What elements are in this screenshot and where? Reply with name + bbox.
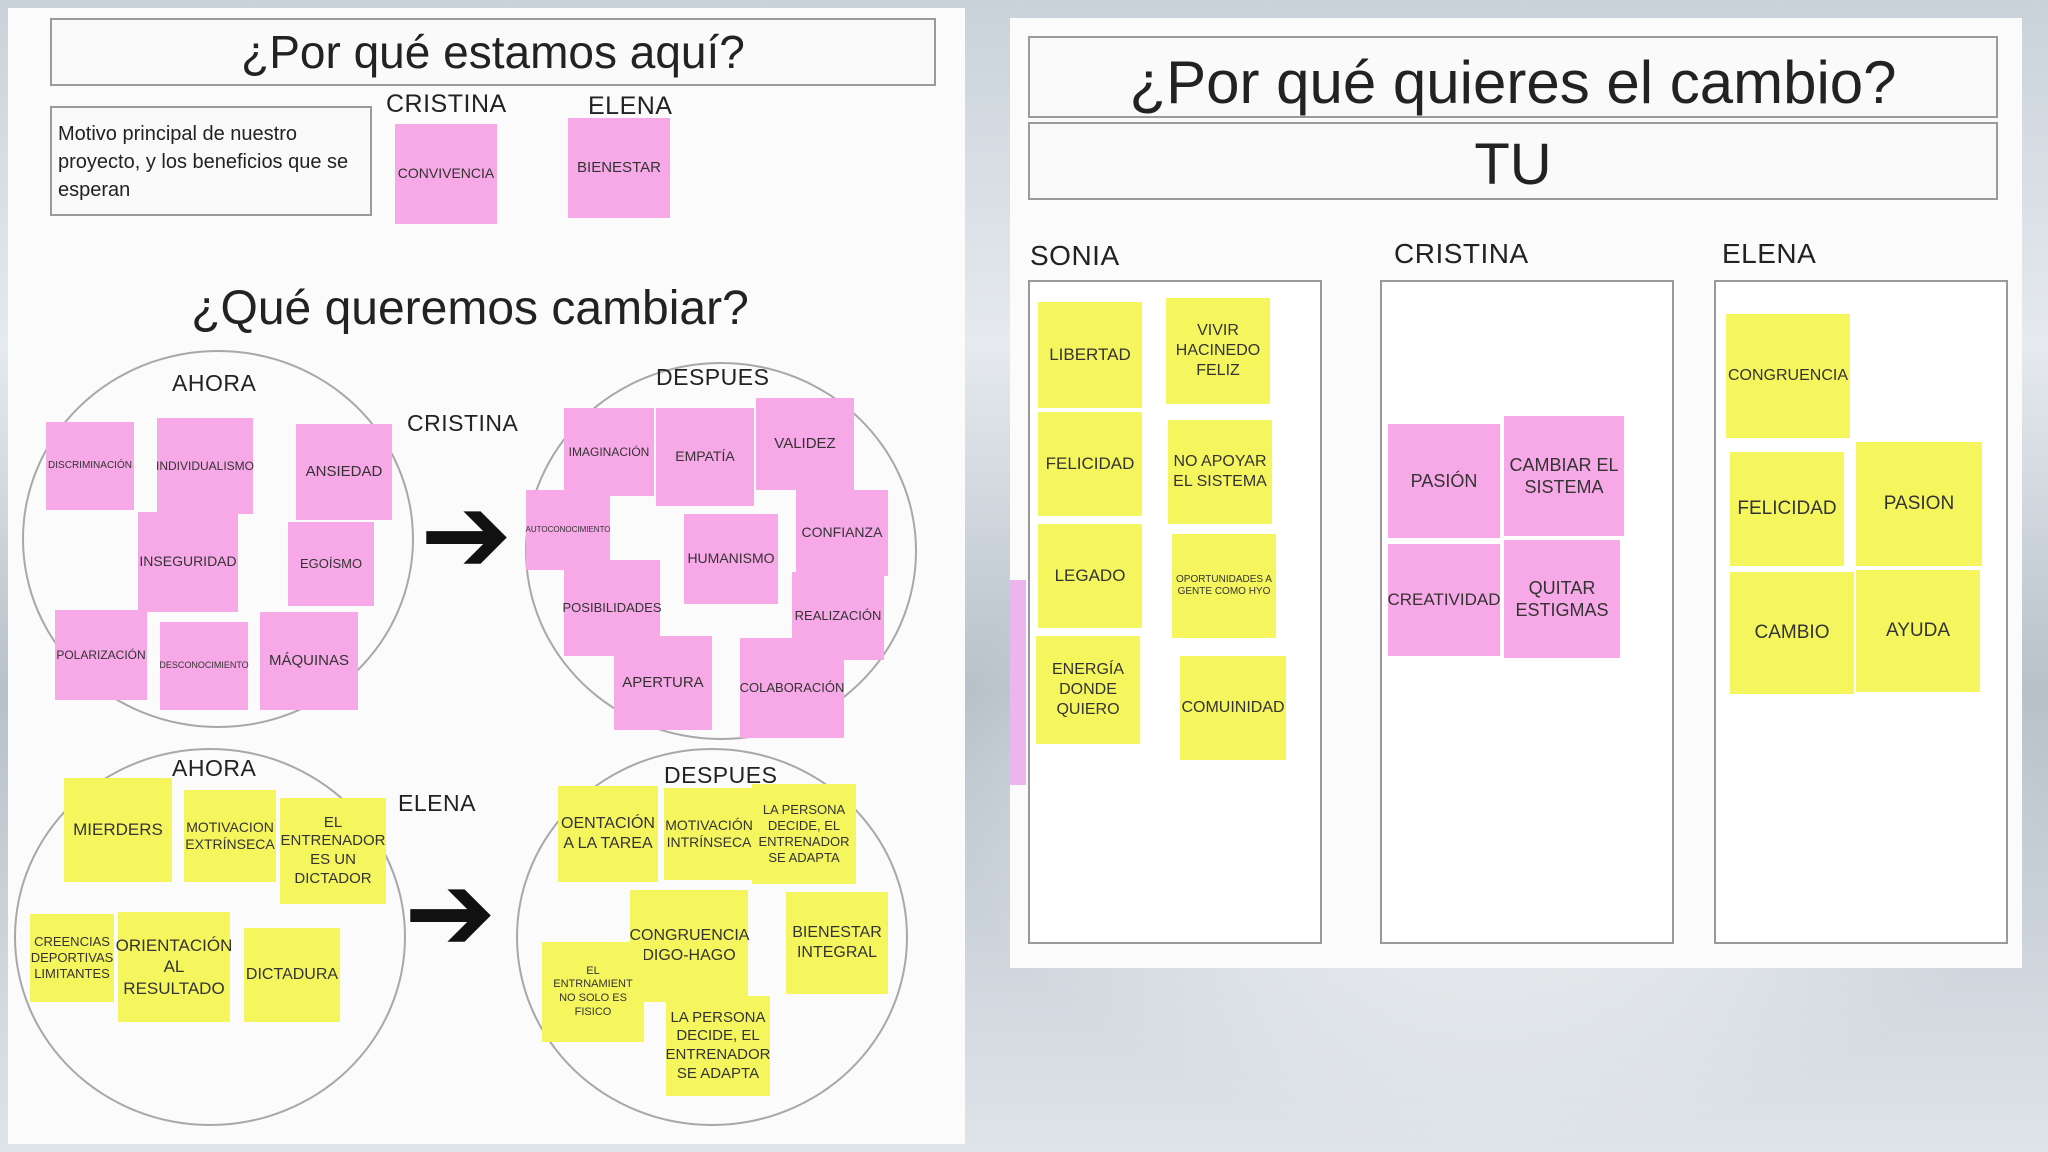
ahora-circle: [14, 748, 406, 1126]
sticky-note[interactable]: ENERGÍA DONDE QUIERO: [1036, 636, 1140, 744]
sticky-note[interactable]: LIBERTAD: [1038, 302, 1142, 408]
sticky-note[interactable]: CONVIVENCIA: [395, 124, 497, 224]
cristina-label: CRISTINA: [386, 90, 507, 118]
sticky-note[interactable]: REALIZACIÓN: [792, 572, 884, 660]
despues-circle: [516, 748, 908, 1126]
sticky-note[interactable]: MIERDERS: [64, 778, 172, 882]
elena-label: ELENA: [588, 92, 673, 120]
sticky-note[interactable]: DICTADURA: [244, 928, 340, 1022]
sticky-note[interactable]: POLARIZACIÓN: [55, 610, 147, 700]
ahora-circle: [22, 350, 414, 728]
sticky-note[interactable]: OENTACIÓN A LA TAREA: [558, 786, 658, 882]
sticky-note[interactable]: EMPATÍA: [656, 408, 754, 506]
sticky-note[interactable]: VIVIR HACINEDO FELIZ: [1166, 298, 1270, 404]
left-board-title: ¿Por qué estamos aquí?: [50, 18, 936, 86]
right-board-title: ¿Por qué quieres el cambio?: [1028, 36, 1998, 118]
column-label-cristina: CRISTINA: [1394, 238, 1529, 269]
sticky-note[interactable]: APERTURA: [614, 636, 712, 730]
sticky-note[interactable]: DESCONOCIMIENTO: [159, 622, 249, 710]
sticky-note[interactable]: BIENESTAR: [568, 118, 670, 218]
sticky-note[interactable]: PASION: [1856, 442, 1982, 566]
sticky-note[interactable]: PASIÓN: [1388, 424, 1500, 538]
side-accent: [1010, 580, 1026, 785]
ahora-label: AHORA: [172, 370, 257, 396]
sticky-note[interactable]: CREENCIAS DEPORTIVAS LIMITANTES: [30, 914, 114, 1002]
motivo-box: Motivo principal de nuestro proyecto, y …: [50, 106, 372, 216]
row-name: ELENA: [398, 790, 476, 816]
sticky-note[interactable]: VALIDEZ: [756, 398, 854, 490]
right-board-subtitle: TU: [1028, 122, 1998, 200]
sticky-note[interactable]: EL ENTRENADOR ES UN DICTADOR: [280, 798, 386, 904]
sticky-note[interactable]: FELICIDAD: [1730, 452, 1844, 566]
sticky-note[interactable]: ANSIEDAD: [296, 424, 392, 520]
despues-label: DESPUES: [664, 762, 778, 788]
sticky-note[interactable]: MOTIVACIÓN INTRÍNSECA: [664, 788, 754, 880]
arrow-right-icon: ➔: [420, 473, 513, 596]
sticky-note[interactable]: CONGRUENCIA: [1726, 314, 1850, 438]
column-label-elena: ELENA: [1722, 238, 1817, 269]
sticky-note[interactable]: NO APOYAR EL SISTEMA: [1168, 420, 1272, 524]
sticky-note[interactable]: COMUINIDAD: [1180, 656, 1286, 760]
sticky-note[interactable]: CONFIANZA: [796, 490, 888, 576]
sticky-note[interactable]: CONGRUENCIA DIGO-HAGO: [629, 890, 749, 1002]
sticky-note[interactable]: INSEGURIDAD: [138, 512, 238, 612]
sticky-note[interactable]: EGOÍSMO: [288, 522, 374, 606]
section-title: ¿Qué queremos cambiar?: [191, 282, 749, 335]
sticky-note[interactable]: EL ENTRNAMIENT NO SOLO ES FISICO: [542, 942, 644, 1042]
sticky-note[interactable]: ORIENTACIÓN AL RESULTADO: [116, 912, 232, 1022]
sticky-note[interactable]: QUITAR ESTIGMAS: [1504, 540, 1620, 658]
sticky-note[interactable]: LA PERSONA DECIDE, EL ENTRENADOR SE ADAP…: [752, 784, 856, 884]
row-name: CRISTINA: [407, 410, 519, 436]
sticky-note[interactable]: COLABORACIÓN: [740, 638, 844, 738]
sticky-note[interactable]: CREATIVIDAD: [1387, 544, 1501, 656]
sticky-note[interactable]: FELICIDAD: [1038, 412, 1142, 516]
sticky-note[interactable]: LA PERSONA DECIDE, EL ENTRENADOR SE ADAP…: [666, 996, 771, 1096]
sticky-note[interactable]: LEGADO: [1038, 524, 1142, 628]
sticky-note[interactable]: IMAGINACIÓN: [564, 408, 654, 496]
column-label-sonia: SONIA: [1030, 240, 1120, 271]
sticky-note[interactable]: AYUDA: [1856, 570, 1980, 692]
sticky-note[interactable]: CAMBIO: [1730, 572, 1854, 694]
sticky-note[interactable]: DISCRIMINACIÓN: [46, 422, 134, 510]
sticky-note[interactable]: HUMANISMO: [684, 514, 778, 604]
sticky-note[interactable]: MOTIVACION EXTRÍNSECA: [184, 790, 276, 882]
sticky-note[interactable]: OPORTUNIDADES A GENTE COMO HYO: [1172, 534, 1276, 638]
sticky-note[interactable]: CAMBIAR EL SISTEMA: [1504, 416, 1624, 536]
despues-label: DESPUES: [656, 364, 770, 390]
sticky-note[interactable]: BIENESTAR INTEGRAL: [786, 892, 888, 994]
sticky-note[interactable]: MÁQUINAS: [260, 612, 358, 710]
sticky-note[interactable]: INDIVIDUALISMO: [156, 418, 254, 514]
sticky-note[interactable]: AUTOCONOCIMIENTO: [525, 490, 611, 570]
ahora-label: AHORA: [172, 755, 257, 781]
arrow-right-icon: ➔: [404, 851, 497, 974]
